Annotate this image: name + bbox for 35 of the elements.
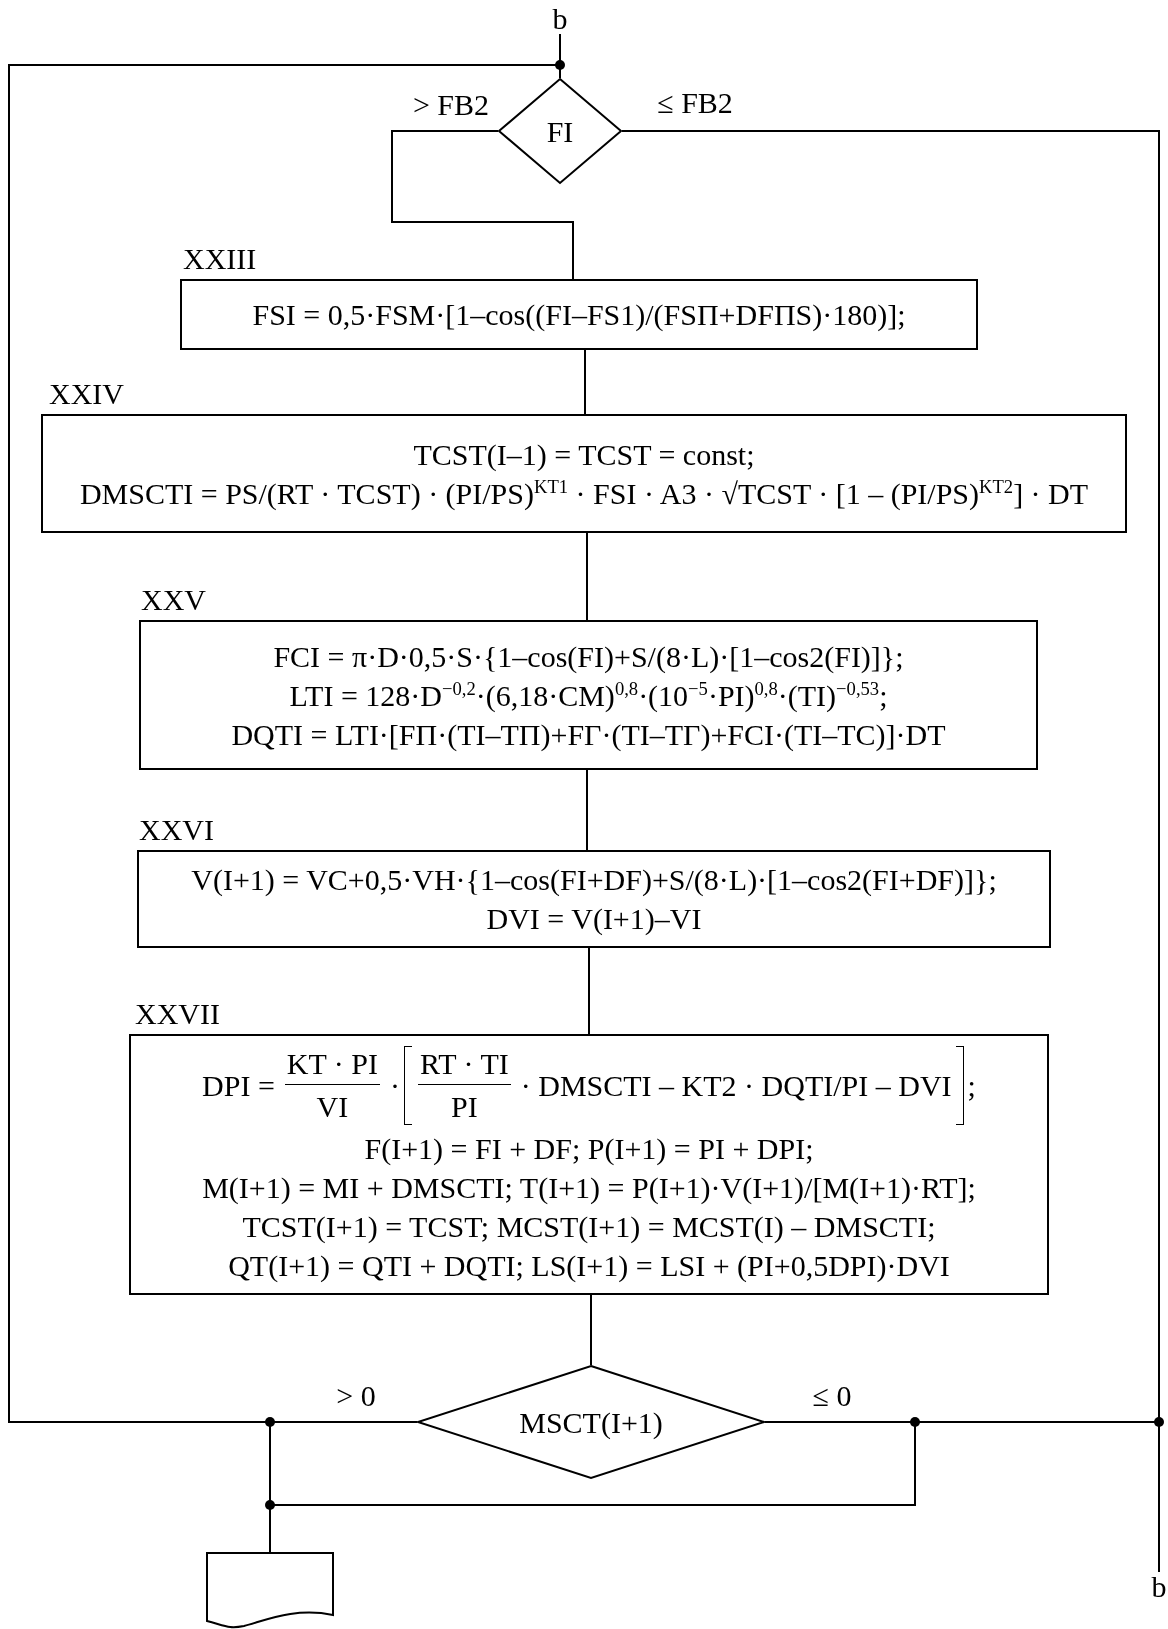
connector-line [391,130,574,280]
fraction-numerator: RT · TI [418,1046,511,1085]
fraction-denominator: VI [316,1089,349,1125]
formula-text: QT(I+1) = QTI + DQTI; LS(I+1) = LSI + (PI+0,5DPI)·DVI [228,1248,950,1284]
formula-text: · DMSCTI – KT2 · DQTI/PI – DVI [520,1068,952,1103]
step-number: XXVI [139,813,214,846]
condition-text: MSCT(I+1) [519,1405,663,1439]
connector-line [586,532,588,621]
formula-text: TCST(I+1) = TCST; MCST(I+1) = MCST(I) – DMSCTI; [242,1209,936,1245]
formula-text: V(I+1) = VC+0,5·VH·{1–cos(FI+DF)+S/(8·L)·[1–cos2(FI+DF)]}; [191,862,997,898]
formula-text: · [390,1068,400,1103]
connector-line [586,769,588,851]
formula-text: TCST(I–1) = TCST = const; [413,436,755,473]
formula-text: F(I+1) = FI + DF; P(I+1) = PI + DPI; [364,1131,814,1167]
formula-text: DPI = [202,1068,275,1103]
formula-text: LTI = 128·D$^{−0,2}$·(6,18·CM)$^{0,8}$·(10$^{−5}$·PI)$^{0,8}$·(TI)$^{−0,53}$; [289,676,888,714]
fraction-denominator: PI [451,1089,478,1125]
step-number: XXIII [183,242,257,275]
formula-text: DMSCTI = PS/(RT · TCST) · (PI/PS)$^{KT1}$ · FSI · A3 · √TCST · [1 – (PI/PS)$^{KT2}$] · DT [79,474,1089,512]
step-number: XXVII [135,997,220,1030]
connector-line [584,349,586,415]
formula-text: DQTI = LTI·[FП·(TI–TП)+FГ·(TI–TГ)+FCI·(TI–TC)]·DT [231,716,946,753]
connector-label: b [547,4,573,34]
step-number: XXIV [49,377,124,410]
step-number: XXV [141,583,206,616]
formula-text: DVI = V(I+1)–VI [486,901,702,937]
formula-text: FSI = 0,5·FSM·[1–cos((FI–FS1)/(FSП+DFПS)·180)]; [252,297,906,333]
connector-label: b [1148,1572,1168,1602]
formula-text: FCI = π·D·0,5·S·{1–cos(FI)+S/(8·L)·[1–cos2(FI)]}; [273,638,904,675]
connector-line [588,947,590,1035]
formula-text: M(I+1) = MI + DMSCTI; T(I+1) = P(I+1)·V(I+1)/[M(I+1)·RT]; [202,1170,976,1206]
condition-text: FI [546,114,574,148]
formula-text: ; [967,1068,976,1103]
fraction-numerator: KT · PI [284,1046,380,1085]
connector-line [590,1294,592,1366]
